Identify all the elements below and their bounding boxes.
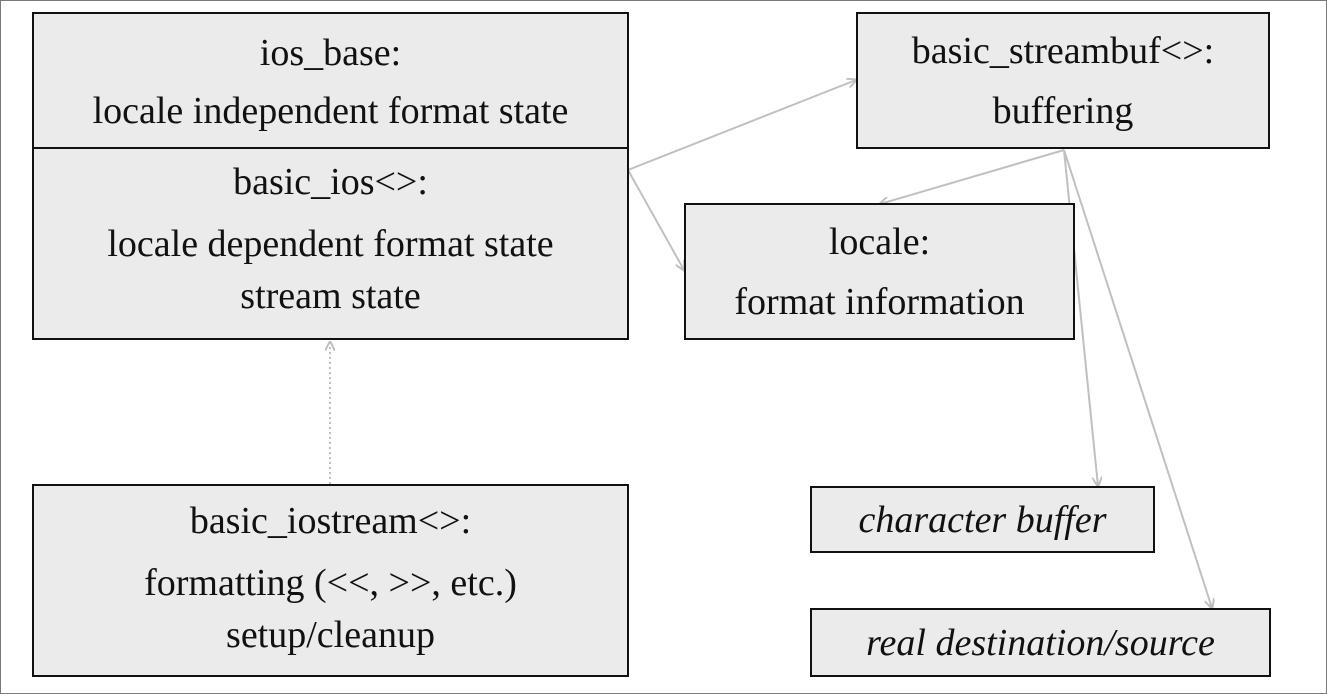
ios-base-title: ios_base: xyxy=(259,32,402,74)
real-destination-label: real destination/source xyxy=(866,621,1215,664)
basic-ios-line-2: stream state xyxy=(240,275,421,317)
arrow-ios-to-streambuf xyxy=(627,80,856,171)
arrow-streambuf-to-real-destination xyxy=(1063,149,1212,608)
locale-box: locale: format information xyxy=(684,203,1075,340)
basic-ios-line-1: locale dependent format state xyxy=(107,223,554,265)
basic-streambuf-box: basic_streambuf<>: buffering xyxy=(856,12,1270,149)
real-destination-box: real destination/source xyxy=(810,608,1271,677)
locale-title: locale: xyxy=(828,221,931,263)
character-buffer-box: character buffer xyxy=(810,486,1155,553)
arrow-ios-to-locale xyxy=(627,169,684,270)
locale-desc: format information xyxy=(734,281,1025,323)
basic-iostream-line-1: formatting (<<, >>, etc.) xyxy=(144,562,517,604)
basic-iostream-box: basic_iostream<>: formatting (<<, >>, et… xyxy=(32,484,629,677)
basic-ios-title: basic_ios<>: xyxy=(233,161,428,203)
basic-iostream-title: basic_iostream<>: xyxy=(189,500,472,542)
basic-ios-box: basic_ios<>: locale dependent format sta… xyxy=(32,147,629,340)
character-buffer-label: character buffer xyxy=(858,498,1107,541)
arrow-streambuf-to-locale xyxy=(880,149,1065,204)
basic-iostream-line-2: setup/cleanup xyxy=(226,614,435,656)
basic-streambuf-desc: buffering xyxy=(992,90,1134,132)
basic-streambuf-title: basic_streambuf<>: xyxy=(911,30,1215,72)
ios-base-desc: locale independent format state xyxy=(92,90,569,132)
ios-base-box: ios_base: locale independent format stat… xyxy=(32,12,629,149)
